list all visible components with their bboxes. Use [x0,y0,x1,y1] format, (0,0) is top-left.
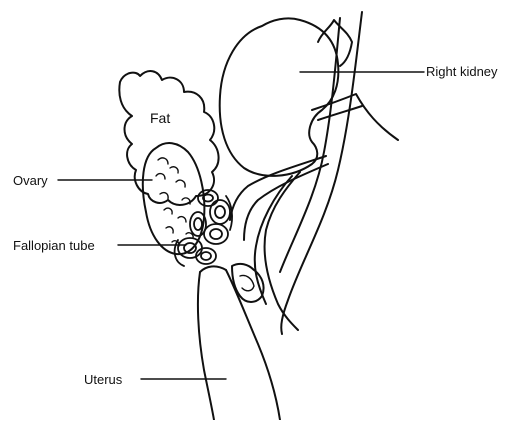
fat-outline [119,71,218,205]
ureter-inner [255,176,292,304]
adrenal-outline [318,20,352,66]
ovary-label: Ovary [13,174,48,187]
right-kidney-outline [220,18,339,175]
aorta [280,18,340,272]
uterus-outline-right [226,270,280,420]
fat-label: Fat [150,111,170,125]
right-kidney-label: Right kidney [426,65,498,78]
uterus-label: Uterus [84,373,122,386]
uterus-outline-left [198,272,214,420]
uterus-top [200,266,226,272]
ligament-fold-inner [240,275,254,290]
ureter [265,172,301,330]
fallopian-tube-label: Fallopian tube [13,239,95,252]
